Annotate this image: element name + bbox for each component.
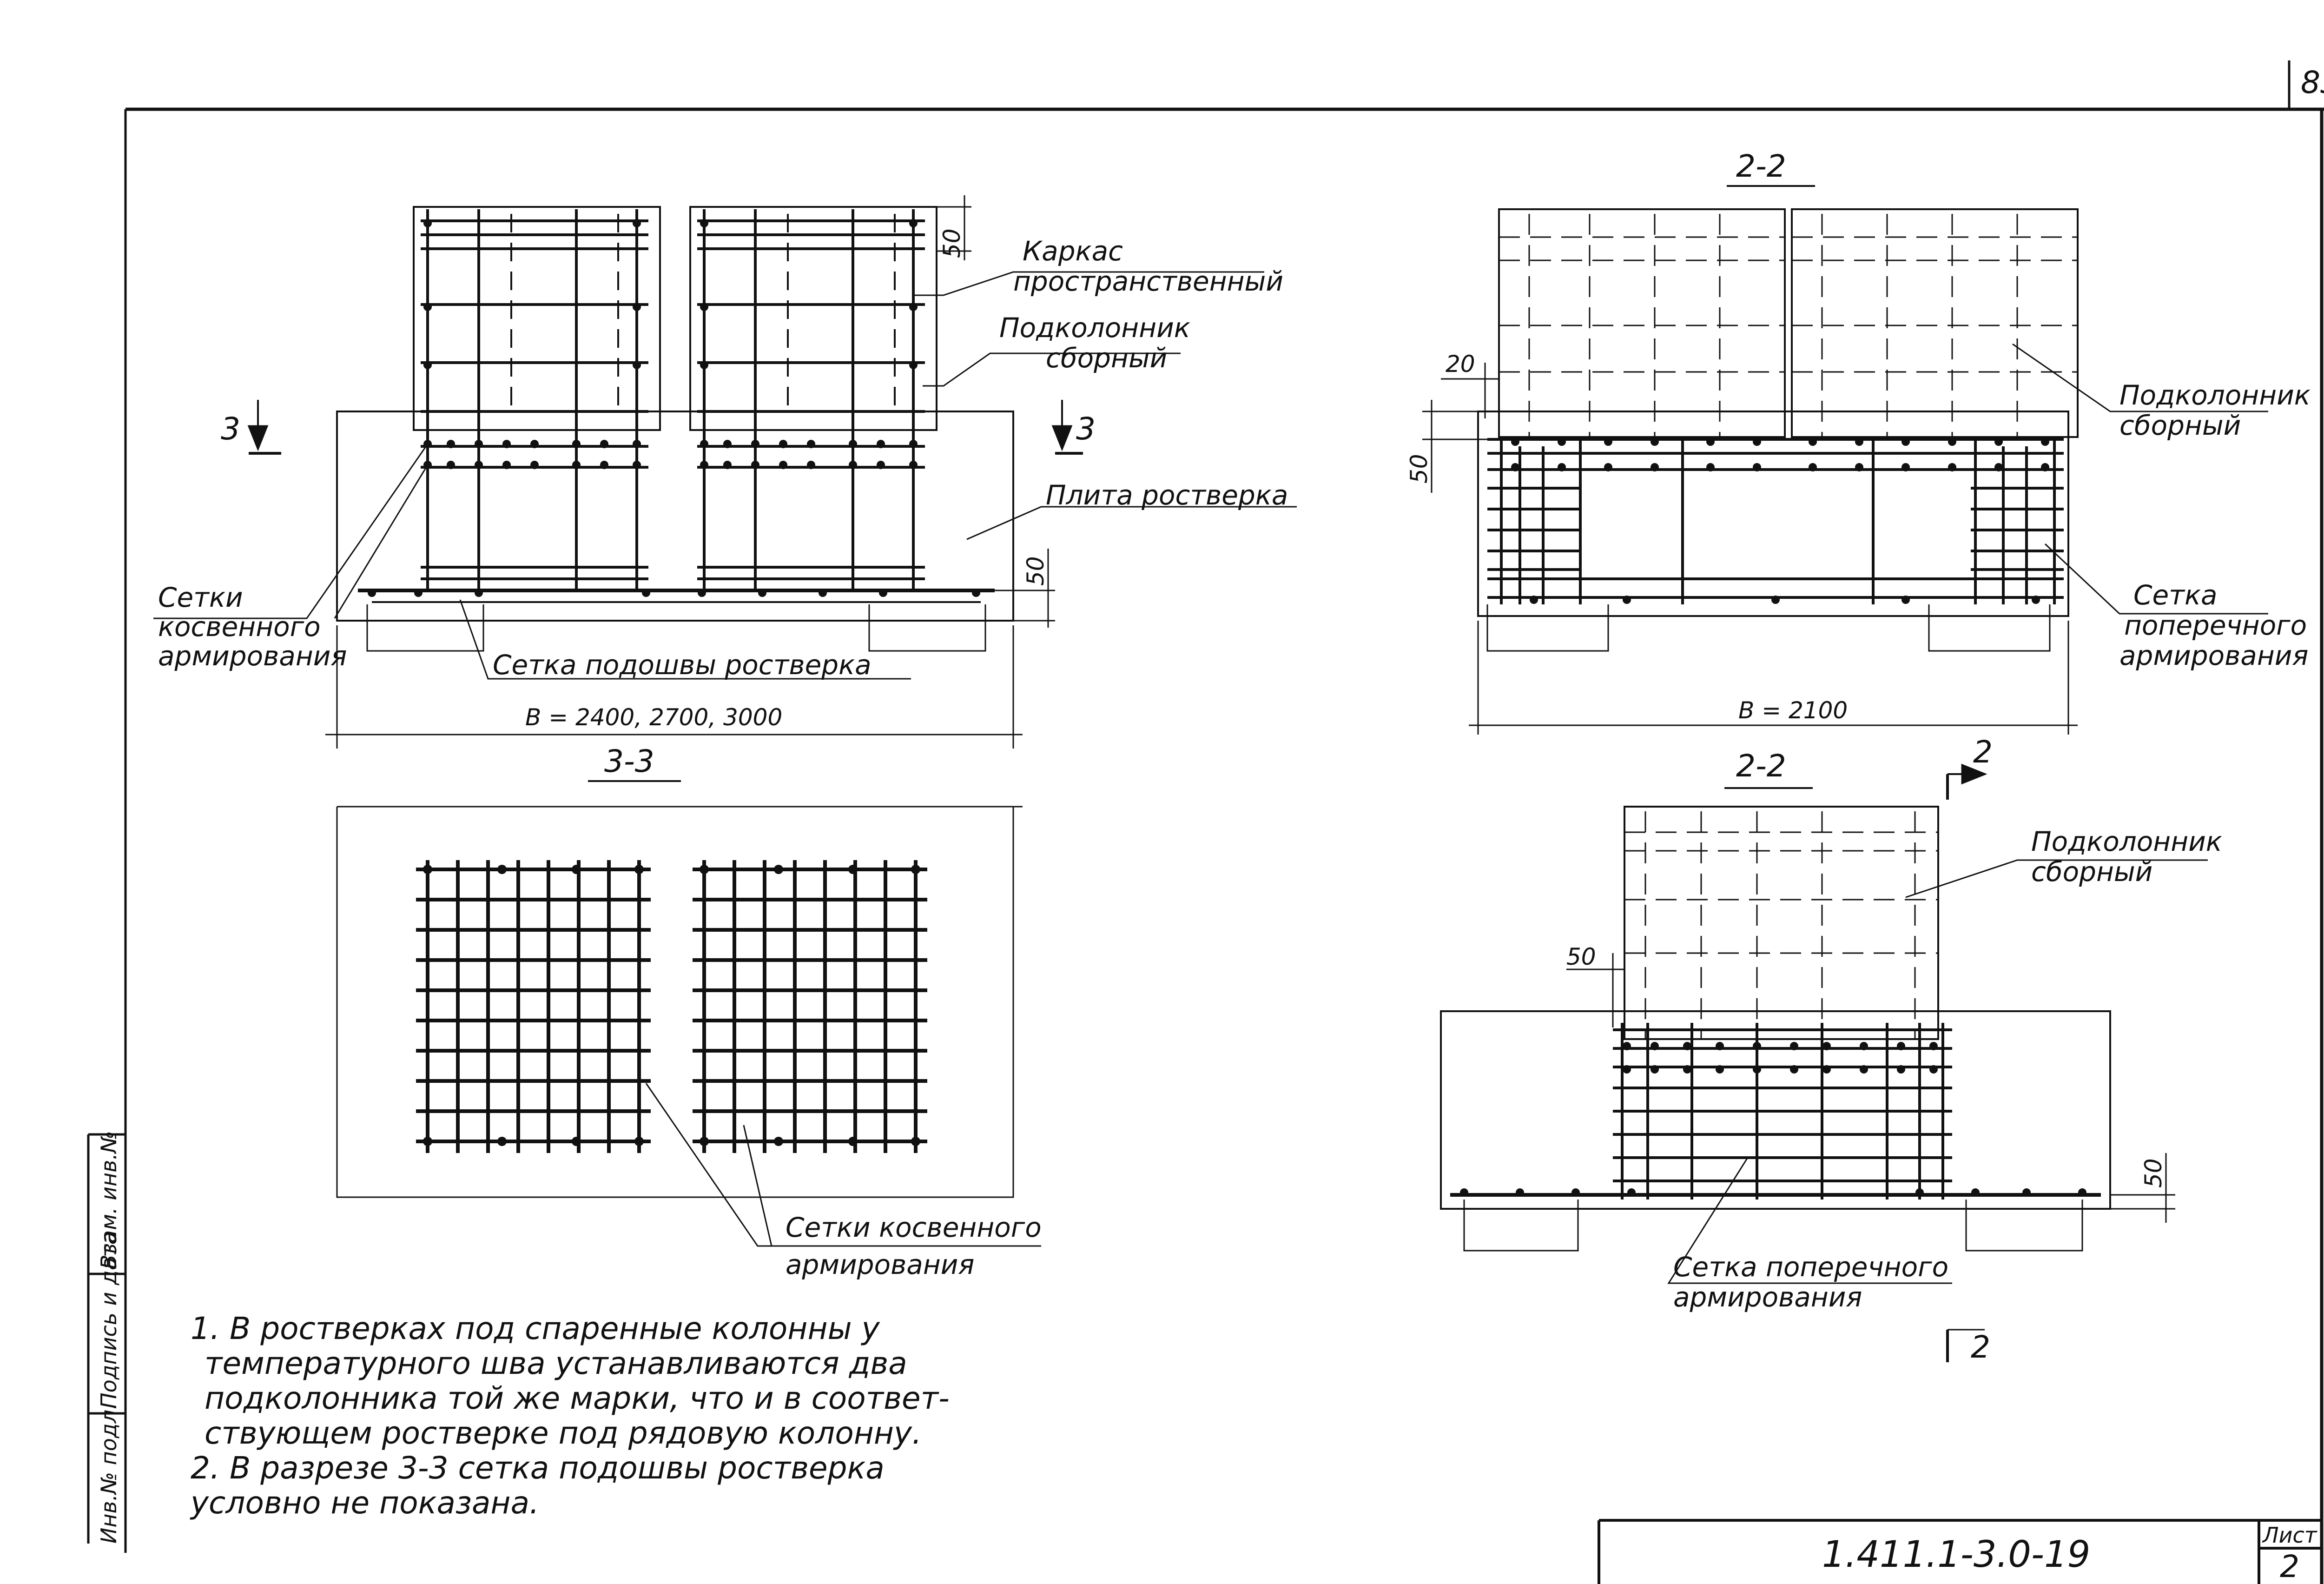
grid-dots: [423, 865, 920, 1146]
s22b-dim-50-left: 50: [1566, 943, 1596, 970]
sheet-number: 2: [2280, 1549, 2299, 1584]
subcolumn-left: [413, 206, 661, 431]
section-marker-3-left: 3: [221, 411, 240, 447]
s22-dim-50: 50: [1406, 454, 1433, 484]
cut-marker-2-bottom: 2: [1971, 1329, 1990, 1365]
slab-outline: [336, 411, 1014, 622]
page-number: 83: [2301, 65, 2324, 100]
cage-right: [697, 209, 925, 590]
document-code: 1.411.1-3.0-19: [1822, 1534, 2090, 1576]
s22b-dim-50-right: 50: [2140, 1158, 2167, 1188]
s22-dim-width: B = 2100: [1738, 697, 1848, 724]
s22-label-setka-2: поперечного: [2124, 610, 2307, 641]
label-setki-1: Сетки: [158, 582, 243, 613]
section-33-label-2: армирования: [786, 1249, 974, 1280]
sheet-frame: [124, 60, 2324, 1584]
note-line-6: условно не показана.: [190, 1485, 539, 1521]
view-left: [153, 195, 1297, 749]
notes: 1. В ростверках под спаренные колонны у …: [190, 1311, 950, 1521]
label-plita: Плита ростверка: [1046, 479, 1288, 511]
cage-dots: [368, 219, 980, 597]
sheet-label: Лист: [2262, 1523, 2317, 1548]
grid-left: [416, 860, 651, 1153]
section-33-label-1: Сетки косвенного: [786, 1212, 1042, 1243]
section-33-title: 3-3: [604, 743, 654, 779]
note-line-2: температурного шва устанавливаются два: [205, 1345, 907, 1381]
label-kar-kas-1: Каркас: [1023, 235, 1123, 267]
stamp-signature-label: Подпись и дата: [96, 1232, 121, 1409]
s22-subcolumn-left: [1498, 208, 1786, 438]
s22-label-podkolonnik-2: сборный: [2119, 410, 2241, 441]
section-33: [336, 780, 1041, 1247]
s22b-label-setka-1: Сетка поперечного: [1673, 1251, 1948, 1283]
section-22-bottom-title: 2-2: [1736, 748, 1786, 784]
cut-marker-2-top: 2: [1973, 734, 1993, 770]
cage-dashed: [510, 214, 896, 409]
s22-slab: [1477, 411, 2069, 617]
cage-left: [421, 209, 648, 590]
side-stamp: [87, 1133, 125, 1544]
dim-width-b: B = 2400, 2700, 3000: [525, 704, 782, 731]
grid-right: [693, 860, 927, 1153]
section-22-top: [1422, 185, 2268, 735]
note-line-5: 2. В разрезе 3-3 сетка подошвы ростверка: [191, 1450, 885, 1486]
s22-side-meshes: [1487, 446, 2064, 604]
label-setka-podoshvy: Сетка подошвы ростверка: [493, 649, 872, 681]
label-podkolonnik-2: сборный: [1046, 342, 1167, 374]
title-block: [1598, 1519, 2322, 1584]
note-line-4: ствующем ростверке под рядовую колонну.: [205, 1415, 922, 1451]
section-22-bottom: [1440, 763, 2208, 1362]
s22b-label-podkolonnik-2: сборный: [2031, 856, 2152, 888]
note-line-1: 1. В ростверках под спаренные колонны у: [191, 1311, 880, 1346]
label-kar-kas-2: пространственный: [1013, 265, 1283, 297]
s22b-label-podkolonnik-1: Подколонник: [2031, 826, 2222, 857]
dim-bottom-50: 50: [1022, 556, 1049, 586]
label-podkolonnik-1: Подколонник: [999, 312, 1190, 344]
section-22-top-title: 2-2: [1736, 148, 1786, 184]
stamp-inv-label: Инв.№ подл.: [96, 1403, 121, 1544]
s22-label-setka-3: армирования: [2119, 640, 2308, 671]
section-marker-3-right: 3: [1076, 411, 1096, 447]
s22b-subcolumn: [1624, 806, 1939, 1040]
s22-subcolumn-right: [1791, 208, 2079, 438]
label-setki-3: армирования: [158, 640, 347, 672]
s22-dim-20: 20: [1446, 351, 1475, 378]
s22-label-podkolonnik-1: Подколонник: [2119, 379, 2311, 411]
s22b-label-setka-2: армирования: [1673, 1281, 1862, 1313]
s22-label-setka-1: Сетка: [2133, 579, 2218, 611]
dim-top-50: 50: [938, 228, 965, 258]
label-setki-2: косвенного: [158, 611, 321, 643]
note-line-3: подколонника той же марки, что и в соотв…: [205, 1380, 950, 1416]
subcolumn-right: [689, 206, 938, 431]
stamp-replaced-label: Взам. инв.№: [96, 1131, 121, 1269]
